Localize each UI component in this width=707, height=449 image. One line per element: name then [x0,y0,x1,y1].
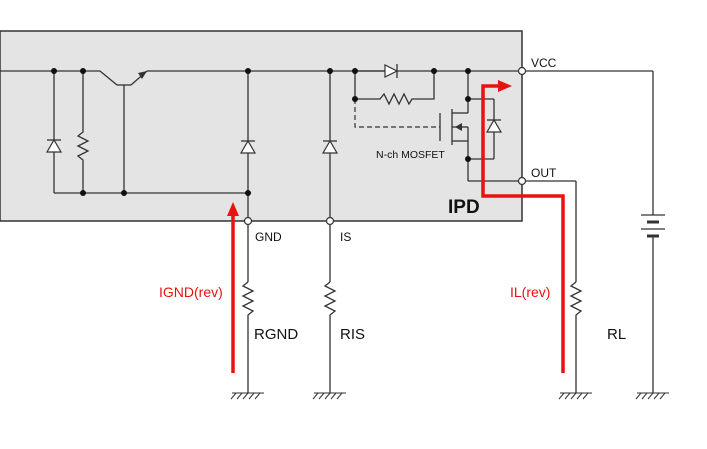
rl-resistor [569,281,583,393]
ground-symbol-rl [558,392,592,400]
rl-label: RL [607,326,626,343]
n-ch-mosfet [439,71,503,181]
internal-diode-1 [45,138,63,153]
il-rev-arrow [481,80,565,373]
ignd-rev-arrow [227,202,239,373]
is-terminal [325,216,335,226]
is-label: IS [340,230,351,244]
ris-label: RIS [340,326,365,343]
il-rev-label: IL(rev) [510,284,550,300]
mosfet-label: N-ch MOSFET [376,149,445,161]
out-label: OUT [531,166,557,180]
internal-resistor-1 [76,71,90,193]
ignd-rev-label: IGND(rev) [159,284,223,300]
internal-diode-3 [321,139,339,154]
battery [641,214,665,238]
rgnd-resistor [241,281,255,393]
ipd-block-label: IPD [448,197,480,218]
ground-symbol-gnd [230,392,264,400]
bipolar-transistor [99,70,148,193]
internal-diode-2 [239,139,257,154]
ground-symbol-battery [635,392,669,400]
vcc-label: VCC [531,56,557,70]
ris-resistor [323,281,337,393]
out-terminal [517,176,527,186]
gnd-terminal [243,216,253,226]
gate-resistor [355,71,435,106]
rgnd-label: RGND [254,326,298,343]
vcc-terminal [517,66,527,76]
ground-symbol-is [312,392,346,400]
ipd-block [0,30,523,222]
gnd-label: GND [255,230,282,244]
gate-diode [355,64,399,78]
